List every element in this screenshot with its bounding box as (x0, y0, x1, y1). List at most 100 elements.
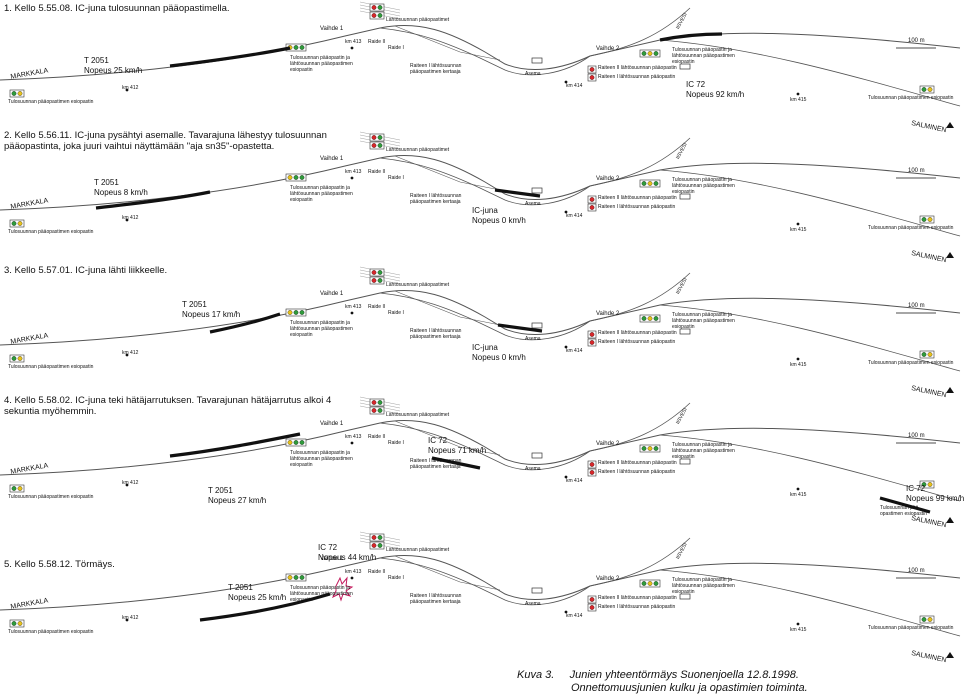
panel-5-building-icon (679, 593, 691, 600)
panel-3-km-post (564, 345, 568, 349)
panel-4-exit-signal-1-label: Raiteen I lähtösuunnan pääopastin (598, 469, 676, 475)
panel-2-distant-signal-right-lamp (921, 217, 927, 222)
panel-4-building-icon (679, 458, 691, 465)
panel-3-departure-signal-b-lamp (377, 278, 383, 283)
panel-2-km-post (350, 176, 354, 180)
panel-1-departure-signal-a-lamp (377, 5, 383, 10)
panel-4-station-icon (531, 452, 543, 459)
panel-2-home-signal-right-label: Tulosuunnan pääopastin ja lähtösuunnan p… (672, 177, 735, 195)
panel-1-km-post (350, 46, 354, 50)
panel-5-distant-signal-left-frame (9, 619, 25, 628)
panel-3-train-2-name: IC-juna (472, 343, 498, 352)
panel-2-departure-signals-label: Lähtösuunnan pääopastimet (386, 147, 450, 153)
panel-2-home-signal-lamp (299, 175, 305, 180)
panel-2-station-icon (531, 187, 543, 194)
panel-3-raide2-label: Raide II (368, 304, 386, 310)
panel-3-vaihde2-label: Vaihde 2 (596, 311, 620, 317)
panel-2-distant-signal-right-lamp (927, 217, 933, 222)
panel-5-distant-signal-left-lamp (17, 621, 23, 626)
panel-5-km413-label: km 413 (345, 569, 362, 575)
panel-4-train-1 (169, 432, 301, 458)
panel-4-asema-label: Asema (525, 466, 541, 472)
panel-4-train-2-name: T 2051 (208, 486, 233, 495)
panel-1-km-post (564, 80, 568, 84)
panel-5-title: 5. Kello 5.58.12. Törmäys. (4, 559, 115, 570)
panel-5-distant-signal-label: Tulosuunnan pääopastimen esiopastin (8, 629, 94, 635)
panel-5-repeater-label: Raiteen I lähtösuunnan pääopastimen kert… (410, 593, 462, 605)
panel-4-distant-signal-left-frame (9, 484, 25, 493)
panel-2-exit-signal-2-label: Raiteen II lähtösuunnan pääopastin (598, 195, 677, 201)
panel-3-vaihde1-label: Vaihde 1 (320, 291, 344, 297)
panel-4-departure-signal-b-lamp (371, 408, 377, 413)
panel-3-distant-signal-right-lamp (921, 352, 927, 357)
panel-4-exit-signal-1-lamp (589, 470, 595, 475)
panel-2-train-1-name: T 2051 (94, 178, 119, 187)
panel-2-raide1-label: Raide I (388, 175, 404, 181)
panel-5-departure-signal-b-frame (369, 541, 385, 550)
panel-3-asema-label: Asema (525, 336, 541, 342)
panel-5-salminen-track (659, 569, 961, 637)
panel-3-exit-signal-2-label: Raiteen II lähtösuunnan pääopastin (598, 330, 677, 336)
impact-icon (331, 576, 354, 602)
panel-4-train-1-speed: Nopeus 71 km/h (428, 446, 487, 455)
panel-3-departure-signals-label: Lähtösuunnan pääopastimet (386, 282, 450, 288)
panel-2-departure-signal-b-frame (369, 141, 385, 150)
panel-2-train-2-name: IC-juna (472, 206, 498, 215)
panel-4-title: 4. Kello 5.58.02. IC-juna teki hätäjarru… (4, 395, 332, 417)
panel-4-salminen-track (659, 434, 961, 502)
panel-1-km412-label: km 412 (122, 85, 139, 91)
panel-1-exit-signal-2-lamp (589, 67, 595, 72)
panel-3-train-1-speed: Nopeus 17 km/h (182, 310, 241, 319)
panel-4-home-signal-right-lamp (647, 446, 653, 451)
panel-2-distant-signal-right-label: Tulosuunnan pääopastimen esiopastin (868, 225, 954, 231)
panel-4-departure-signal-b-frame (369, 406, 385, 415)
panel-3-home-signal-lamp (293, 310, 299, 315)
caption-line2: Onnettomuusjunien kulku ja opastimien to… (571, 681, 808, 694)
panel-2-vaihde2-label: Vaihde 2 (596, 176, 620, 182)
panel-2-iisvesi-track (589, 137, 691, 187)
panel-2-train-2-speed: Nopeus 0 km/h (472, 216, 526, 225)
panel-3-train-1-name: T 2051 (182, 300, 207, 309)
panel-5-exit-signal-2-lamp (589, 597, 595, 602)
panel-5-home-signal-right-lamp (647, 581, 653, 586)
panel-2-distant-signal-left-lamp (11, 221, 17, 226)
panel-2-home-signal-lamp (293, 175, 299, 180)
panel-3-exit-signal-1-label: Raiteen I lähtösuunnan pääopastin (598, 339, 676, 345)
panel-1-home-signal-right-lamp (653, 51, 659, 56)
panel-4-iisvesi-track (589, 402, 691, 452)
panel-1-distant-signal-label: Tulosuunnan pääopastimen esiopastin (8, 99, 94, 105)
panel-1-km415-label: km 415 (790, 97, 807, 103)
panel-5-home-signal-lamp (287, 575, 293, 580)
panel-4-home-signal-right-lamp (653, 446, 659, 451)
panel-3-distant-signal-label: Tulosuunnan pääopastimen esiopastin (8, 364, 94, 370)
panel-3-home-signal-right-lamp (641, 316, 647, 321)
panel-1-km-post (125, 88, 129, 92)
panel-3-km413-label: km 413 (345, 304, 362, 310)
panel-4-north-arrow-icon (946, 517, 954, 523)
panel-5-distant-signal-right-lamp (921, 617, 927, 622)
panel-3-train-2-speed: Nopeus 0 km/h (472, 353, 526, 362)
panel-2-km412-label: km 412 (122, 215, 139, 221)
panel-3-iisvesi-track (589, 272, 691, 322)
panel-5-siding-track (394, 555, 501, 591)
panel-1-north-arrow-icon (946, 122, 954, 128)
panel-3-exit-signal-2-lamp (589, 332, 595, 337)
panel-2-km413-label: km 413 (345, 169, 362, 175)
panel-2-km414-label: km 414 (566, 213, 583, 219)
panel-2-home-signal-right-lamp (641, 181, 647, 186)
panel-2-km-post (125, 218, 129, 222)
panel-1-scale-label: 100 m (908, 38, 925, 44)
panel-4-distant-signal-label: Tulosuunnan pääopastimen esiopastin (8, 494, 94, 500)
panel-5-vaihde2-label: Vaihde 2 (596, 576, 620, 582)
panel-4-km415-label: km 415 (790, 492, 807, 498)
panel-5-departure-signal-b-lamp (377, 543, 383, 548)
panel-5-km412-label: km 412 (122, 615, 139, 621)
panel-3-departure-signal-b-lamp (371, 278, 377, 283)
panel-1-raide1-label: Raide I (388, 45, 404, 51)
panel-4-raide2-label: Raide II (368, 434, 386, 440)
panel-2-north-arrow-icon (946, 252, 954, 258)
panel-2-km415-label: km 415 (790, 227, 807, 233)
panel-4-departure-signal-b-lamp (377, 408, 383, 413)
panel-4-departure-signal-a-frame (369, 398, 385, 407)
